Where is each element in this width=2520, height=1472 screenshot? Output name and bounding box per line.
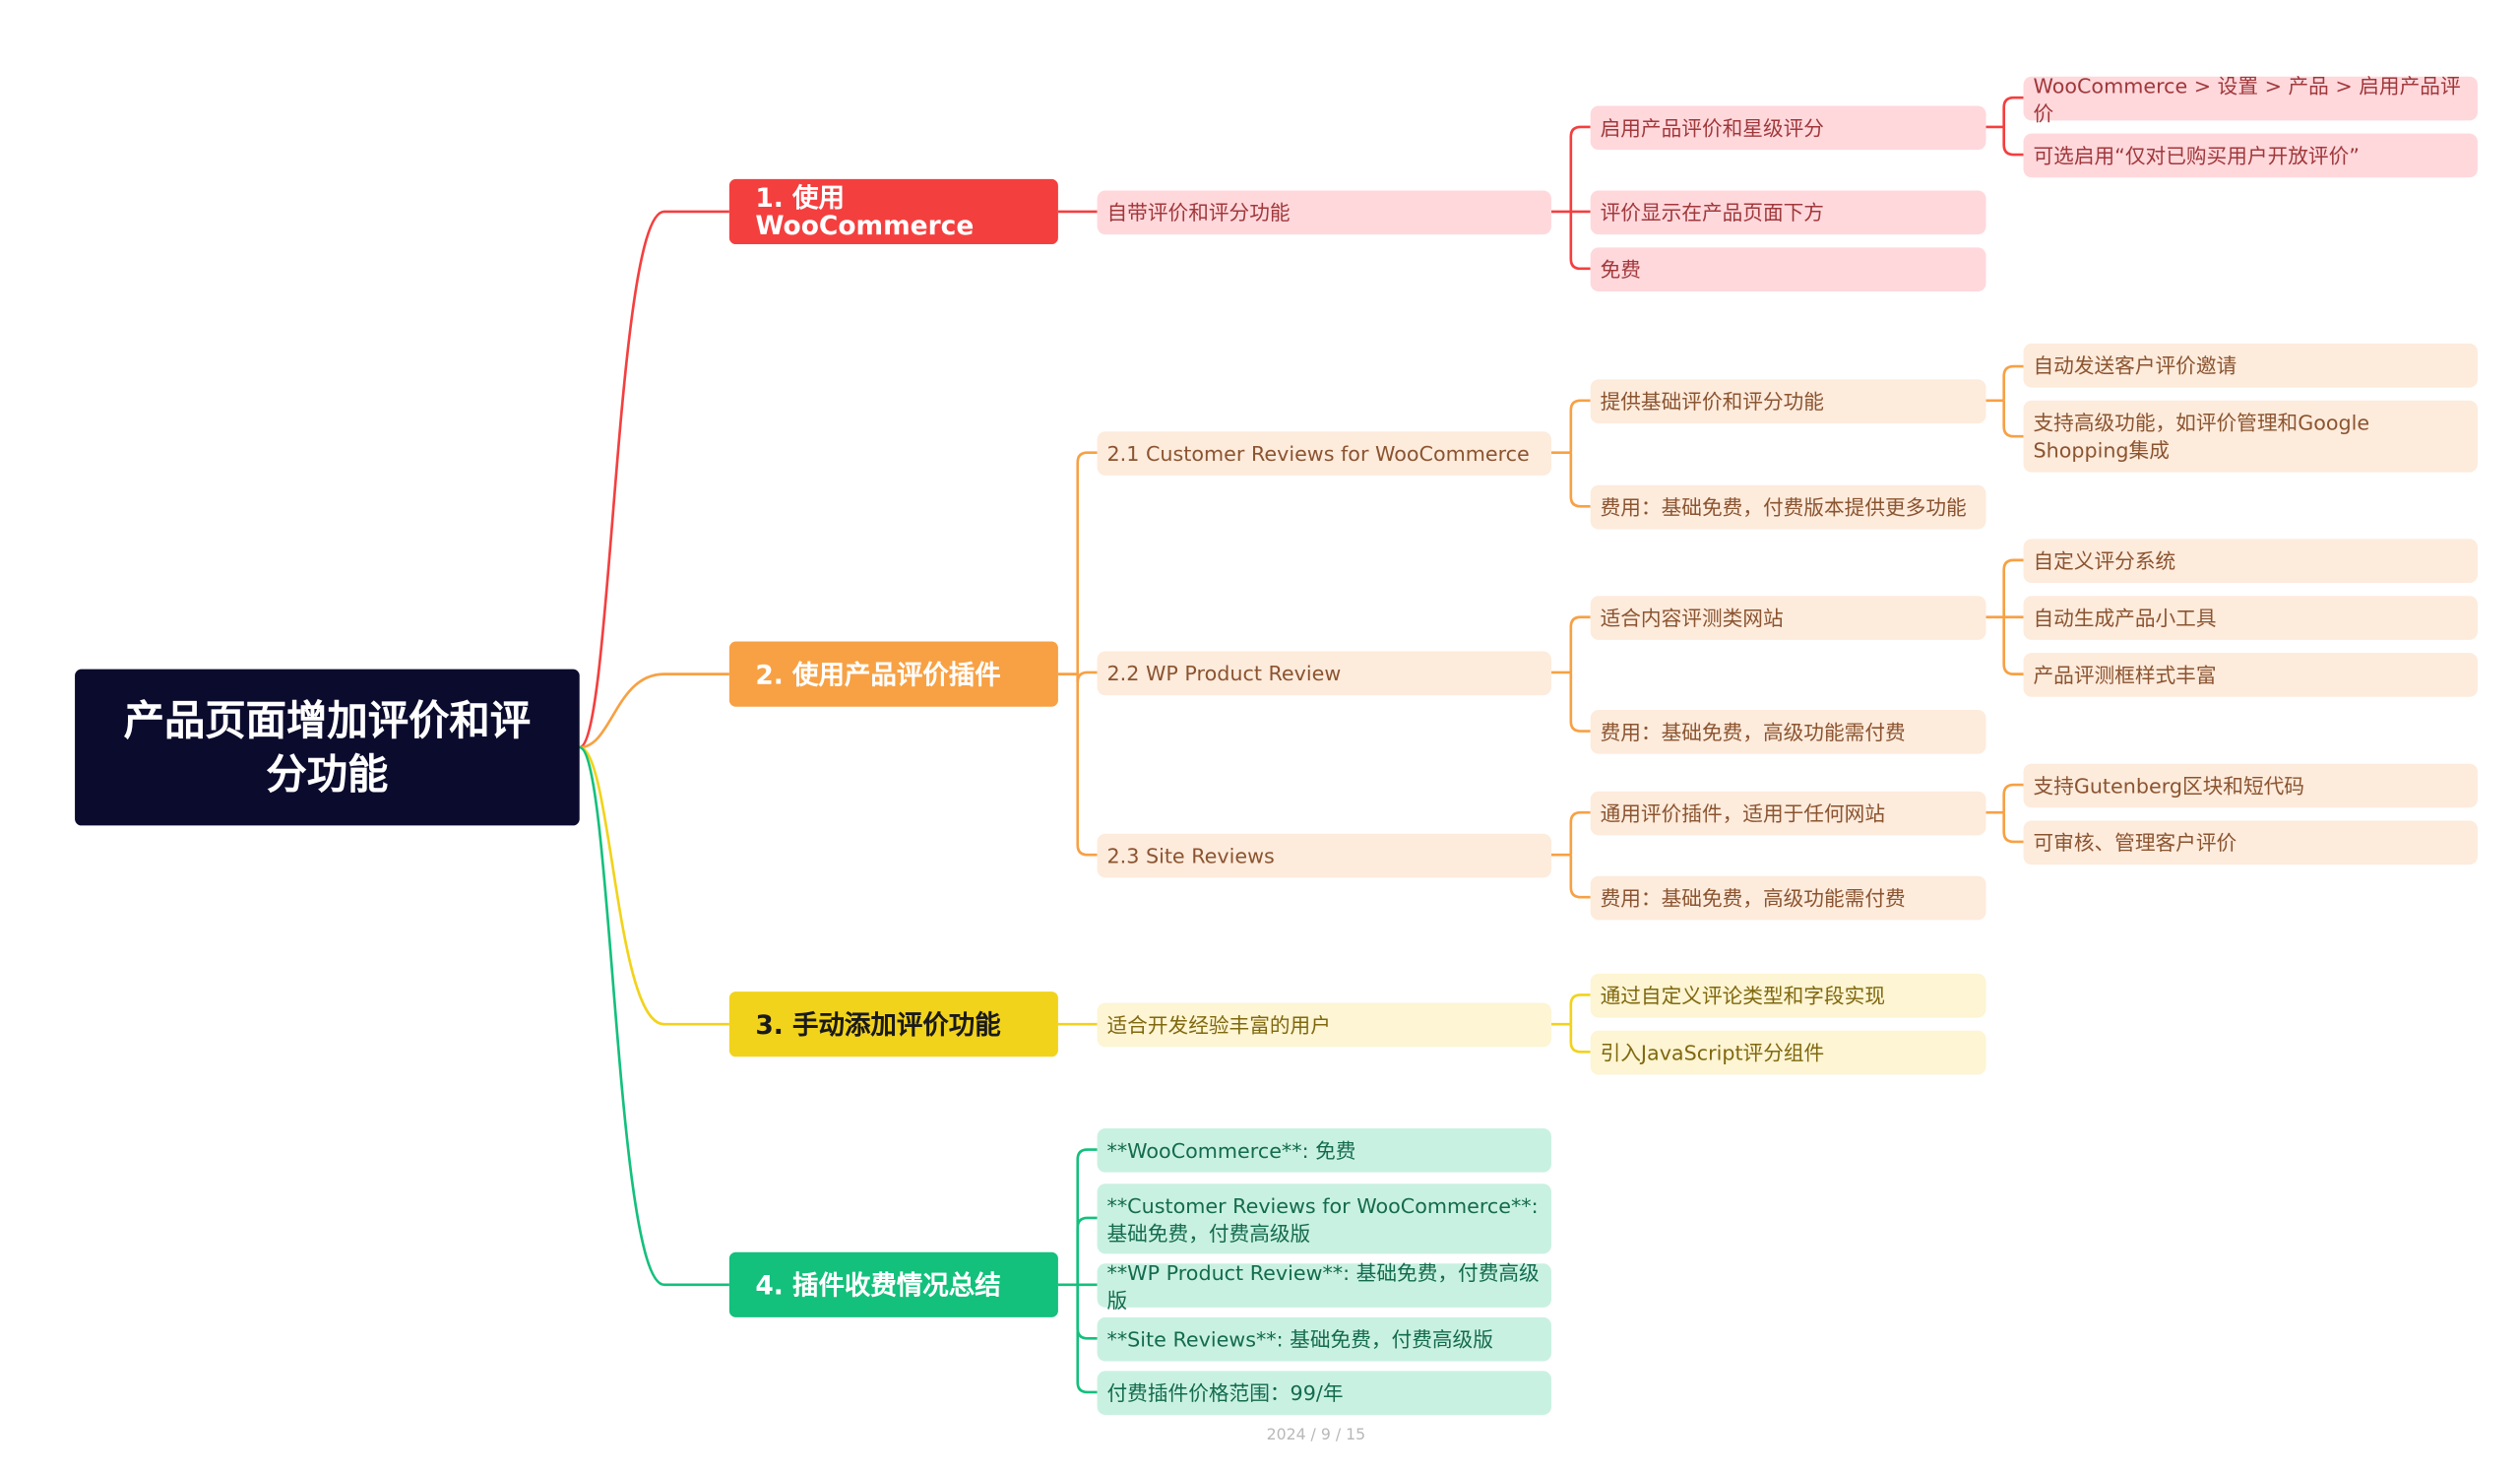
b2-sr-moderate[interactable]: 可审核、管理客户评价 [2023, 820, 2478, 865]
b4-price-range[interactable]: 付费插件价格范围：99/年 [1097, 1371, 1551, 1416]
branch-3[interactable]: 3. 手动添加评价功能 [728, 992, 1058, 1057]
b4-wp-product-review[interactable]: **WP Product Review**: 基础免费，付费高级版 [1097, 1259, 1551, 1312]
edge-b2-sr-sub-1 [2002, 812, 2024, 844]
b1-builtin[interactable]: 自带评价和评分功能 [1097, 190, 1551, 235]
edge-b2-l1-0 [1076, 451, 1098, 674]
b3-custom-fields[interactable]: 通过自定义评论类型和字段实现 [1590, 973, 1986, 1018]
b2-customer-reviews[interactable]: 2.1 Customer Reviews for WooCommerce [1097, 431, 1551, 476]
edge-b2-sr-1 [1569, 855, 1591, 899]
branch-4[interactable]: 4. 插件收费情况总结 [728, 1251, 1058, 1317]
edge-b1-l2-0 [1569, 125, 1591, 212]
branch-1[interactable]: 1. 使用WooCommerce [728, 178, 1058, 245]
branch-2[interactable]: 2. 使用产品评价插件 [728, 641, 1058, 707]
edge-b2-sr-sub-0 [2002, 783, 2024, 813]
b2-cr-auto-invite[interactable]: 自动发送客户评价邀请 [2023, 343, 2478, 388]
b2-wp-custom-rating[interactable]: 自定义评分系统 [2023, 539, 2478, 584]
b2-sr-gutenberg[interactable]: 支持Gutenberg区块和短代码 [2023, 763, 2478, 808]
b1-display[interactable]: 评价显示在产品页面下方 [1590, 190, 1986, 235]
edge-b2-wp-1 [1569, 672, 1591, 733]
b4-site-reviews[interactable]: **Site Reviews**: 基础免费，付费高级版 [1097, 1316, 1551, 1362]
b2-cr-advanced[interactable]: 支持高级功能，如评价管理和Google Shopping集成 [2023, 400, 2478, 473]
edge-root-b4 [579, 745, 729, 1287]
edge-b2-sr-0 [1569, 810, 1591, 856]
edge-b4-l1-4 [1076, 1284, 1098, 1394]
edge-b2-cr-sub-1 [2002, 400, 2024, 438]
edge-b2-cr-0 [1569, 399, 1591, 453]
edge-b2-wp-sub-2 [2002, 616, 2024, 675]
edge-b1-l2-2 [1569, 211, 1591, 271]
edge-b1-l3-0 [2002, 96, 2024, 127]
edge-b4-l1-1 [1076, 1216, 1098, 1285]
b1-settings-path[interactable]: WooCommerce > 设置 > 产品 > 启用产品评价 [2023, 73, 2478, 125]
footer-date: 2024 / 9 / 15 [1266, 1426, 1366, 1444]
b2-site-reviews[interactable]: 2.3 Site Reviews [1097, 833, 1551, 878]
b2-wp-fee[interactable]: 费用：基础免费，高级功能需付费 [1590, 710, 1986, 754]
edge-b4-l1-0 [1076, 1148, 1098, 1285]
b2-wp-content-review[interactable]: 适合内容评测类网站 [1590, 596, 1986, 640]
b1-enable-rating[interactable]: 启用产品评价和星级评分 [1590, 105, 1986, 151]
b3-experienced-devs[interactable]: 适合开发经验丰富的用户 [1097, 1002, 1551, 1048]
edge-root-b2 [579, 672, 729, 749]
b2-sr-general[interactable]: 通用评价插件，适用于任何网站 [1590, 791, 1986, 836]
b2-cr-basic[interactable]: 提供基础评价和评分功能 [1590, 379, 1986, 423]
b4-customer-reviews[interactable]: **Customer Reviews for WooCommerce**: 基础… [1097, 1184, 1551, 1254]
b3-js-rating[interactable]: 引入JavaScript评分组件 [1590, 1030, 1986, 1075]
root-node[interactable]: 产品页面增加评价和评分功能 [75, 669, 580, 826]
b1-free[interactable]: 免费 [1590, 247, 1986, 292]
b2-wp-widget[interactable]: 自动生成产品小工具 [2023, 596, 2478, 640]
b2-wp-review-box[interactable]: 产品评测框样式丰富 [2023, 653, 2478, 697]
edge-b2-cr-1 [1569, 452, 1591, 508]
edge-b4-l1-3 [1076, 1284, 1098, 1340]
edge-root-b3 [579, 745, 729, 1026]
edge-b2-wp-sub-0 [2002, 558, 2024, 617]
edge-b2-l1-1 [1076, 671, 1098, 682]
b1-verified-only[interactable]: 可选启用“仅对已购买用户开放评价” [2023, 133, 2478, 178]
b2-cr-fee[interactable]: 费用：基础免费，付费版本提供更多功能 [1590, 484, 1986, 530]
b2-wp-product-review[interactable]: 2.2 WP Product Review [1097, 651, 1551, 696]
b2-sr-fee[interactable]: 费用：基础免费，高级功能需付费 [1590, 875, 1986, 921]
edge-b2-cr-sub-0 [2002, 364, 2024, 401]
edge-b3-l2-0 [1569, 993, 1591, 1025]
b4-woocommerce[interactable]: **WooCommerce**: 免费 [1097, 1128, 1551, 1173]
edge-b1-l3-1 [2002, 126, 2024, 157]
edge-b3-l2-1 [1569, 1024, 1591, 1054]
edge-b2-wp-0 [1569, 615, 1591, 672]
edge-b2-l1-2 [1076, 673, 1098, 857]
edge-root-b1 [579, 210, 729, 749]
